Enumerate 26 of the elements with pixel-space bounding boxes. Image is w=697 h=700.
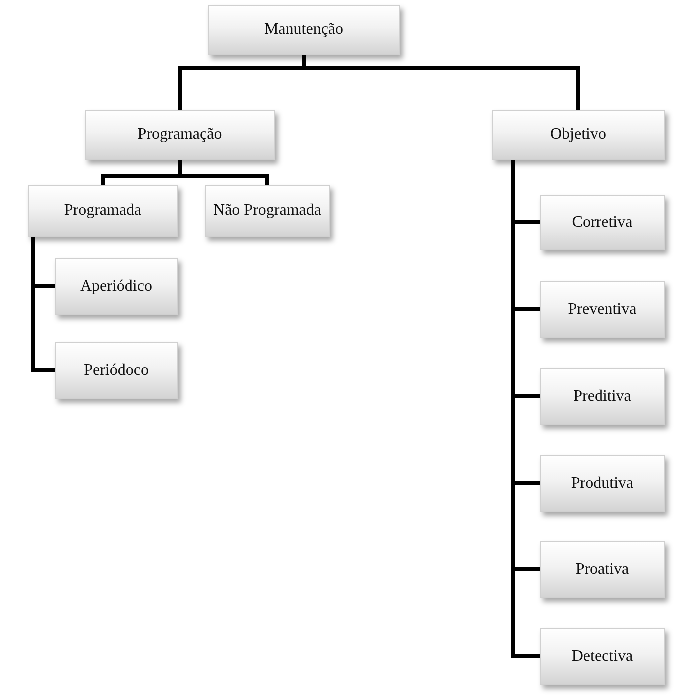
- box-label: Detectiva: [572, 648, 634, 666]
- box-label: Produtiva: [571, 474, 634, 492]
- process-box: [208, 5, 400, 55]
- process-box: [28, 185, 178, 237]
- box-label: Aperiódico: [80, 278, 152, 296]
- box-label: Periódoco: [84, 362, 149, 380]
- box-label: Não Programada: [214, 202, 322, 220]
- process-box: [540, 195, 665, 250]
- box-label: Objetivo: [550, 126, 606, 144]
- box-label: Manutenção: [264, 21, 344, 39]
- process-box: [55, 258, 178, 315]
- box-label: Preventiva: [568, 300, 637, 318]
- process-box: [205, 185, 330, 237]
- box-label: Programada: [64, 202, 142, 220]
- process-box: [540, 281, 665, 338]
- process-box: [540, 368, 665, 425]
- process-box: [540, 455, 665, 512]
- process-box: [540, 628, 665, 685]
- box-label: Programação: [138, 126, 222, 144]
- process-box: [540, 541, 665, 598]
- box-label: Corretiva: [572, 214, 633, 232]
- box-label: Preditiva: [574, 388, 632, 406]
- process-box: [492, 110, 665, 160]
- box-label: Proativa: [576, 560, 630, 578]
- process-box: [85, 110, 275, 160]
- process-box: [55, 342, 178, 399]
